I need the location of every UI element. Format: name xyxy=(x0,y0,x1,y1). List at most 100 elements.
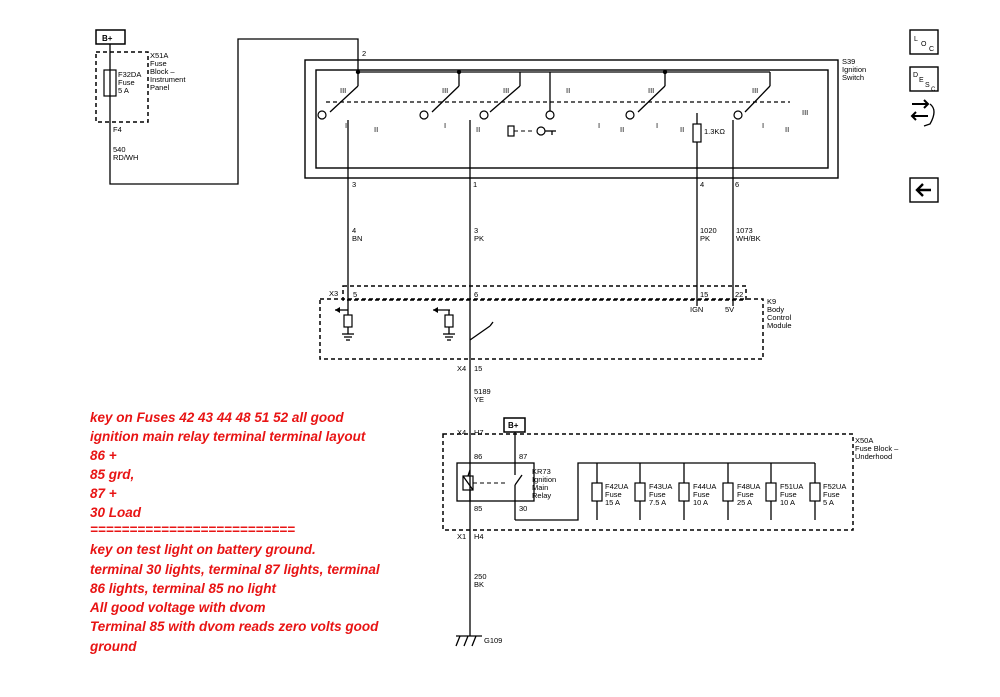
wire-1073-label: 1073 WH/BK xyxy=(736,226,761,243)
bcm-internals xyxy=(335,298,734,341)
svg-text:10 A: 10 A xyxy=(693,498,708,507)
bplus-relay-label: B+ xyxy=(508,421,519,430)
svg-text:All good voltage with dvom: All good voltage with dvom xyxy=(89,600,266,615)
svg-text:III: III xyxy=(503,86,509,95)
svg-text:II: II xyxy=(476,125,480,134)
wire-540-label: 540 RD/WH xyxy=(113,145,138,162)
ign-label: IGN xyxy=(690,305,703,314)
svg-text:I: I xyxy=(762,121,764,130)
svg-text:Fuse: Fuse xyxy=(693,490,710,499)
svg-text:30 Load: 30 Load xyxy=(90,505,142,520)
x51a-label: X51A Fuse Block – Instrument Panel xyxy=(150,51,186,92)
description-button[interactable]: D E S C xyxy=(909,66,939,93)
annotation-notes: key on Fuses 42 43 44 48 51 52 all good … xyxy=(89,410,380,654)
connector-swap-icon[interactable] xyxy=(910,99,935,127)
svg-text:Ignition: Ignition xyxy=(842,65,866,74)
svg-text:4: 4 xyxy=(352,226,356,235)
svg-text:5189: 5189 xyxy=(474,387,491,396)
svg-text:PK: PK xyxy=(700,234,710,243)
x4-label: X4 xyxy=(457,364,466,373)
svg-text:S39: S39 xyxy=(842,57,855,66)
svg-text:WH/BK: WH/BK xyxy=(736,234,761,243)
svg-text:Switch: Switch xyxy=(842,73,864,82)
svg-text:Body: Body xyxy=(767,305,784,314)
bplus-top-label: B+ xyxy=(102,34,113,43)
resistor xyxy=(692,123,702,143)
svg-text:15 A: 15 A xyxy=(605,498,620,507)
back-arrow-button[interactable] xyxy=(909,177,939,203)
svg-text:Module: Module xyxy=(767,321,792,330)
locator-button[interactable]: L O C xyxy=(909,29,939,55)
wire-250-label: 250 BK xyxy=(474,572,487,589)
bcm-pin-15: 15 xyxy=(700,290,708,299)
svg-text:H4: H4 xyxy=(474,532,484,541)
svg-text:KR73: KR73 xyxy=(532,467,551,476)
svg-text:II: II xyxy=(785,125,789,134)
svg-text:ground: ground xyxy=(89,639,137,654)
svg-text:L: L xyxy=(914,36,918,43)
svg-text:II: II xyxy=(566,86,570,95)
svg-text:Main: Main xyxy=(532,483,548,492)
svg-text:87 +: 87 + xyxy=(90,486,117,501)
svg-text:5 A: 5 A xyxy=(823,498,834,507)
kr73-relay xyxy=(456,462,535,502)
svg-text:PK: PK xyxy=(474,234,484,243)
bcm-pin-22: 22 xyxy=(735,290,743,299)
switch-contacts: III III III II III III III I II I II I I… xyxy=(317,72,808,137)
back-arrow-icon xyxy=(915,183,931,197)
fuse-f51ua: F51UA Fuse 10 A xyxy=(765,463,803,507)
svg-text:F48UA: F48UA xyxy=(737,482,760,491)
svg-text:Fuse: Fuse xyxy=(780,490,797,499)
svg-text:III: III xyxy=(648,86,654,95)
svg-text:Terminal 85 with dvom reads ze: Terminal 85 with dvom reads zero volts g… xyxy=(90,619,379,634)
resistor-label: 1.3KΩ xyxy=(704,127,725,136)
sw-pin-1: 1 xyxy=(473,180,477,189)
svg-text:Panel: Panel xyxy=(150,83,170,92)
svg-text:Fuse: Fuse xyxy=(737,490,754,499)
svg-text:H7: H7 xyxy=(474,428,484,437)
svg-text:C: C xyxy=(931,87,936,93)
f4-label: F4 xyxy=(113,125,122,134)
svg-text:BK: BK xyxy=(474,580,484,589)
fuse-f42ua: F42UA Fuse 15 A xyxy=(591,463,628,507)
fuse-f52ua: F52UA Fuse 5 A xyxy=(809,463,846,507)
relay-pin-85: 85 xyxy=(474,504,482,513)
svg-text:86 +: 86 + xyxy=(90,448,117,463)
svg-text:key on test light on battery g: key on test light on battery ground. xyxy=(90,542,316,557)
s39-label: S39 Ignition Switch xyxy=(842,57,866,82)
svg-text:III: III xyxy=(802,108,808,117)
x4h7-label: X4 H7 xyxy=(457,428,484,437)
svg-text:key on Fuses 42 43 44 48 51 52: key on Fuses 42 43 44 48 51 52 all good xyxy=(90,410,344,425)
svg-text:7.5 A: 7.5 A xyxy=(649,498,666,507)
svg-text:F43UA: F43UA xyxy=(649,482,672,491)
svg-text:F32DA: F32DA xyxy=(118,70,141,79)
svg-text:Fuse: Fuse xyxy=(150,59,167,68)
svg-text:terminal 30 lights, terminal 8: terminal 30 lights, terminal 87 lights, … xyxy=(90,562,380,577)
ground-g109-icon xyxy=(455,635,482,647)
svg-text:5 A: 5 A xyxy=(118,86,129,95)
svg-text:II: II xyxy=(620,125,624,134)
svg-text:540: 540 xyxy=(113,145,126,154)
svg-text:ignition main relay terminal t: ignition main relay terminal terminal la… xyxy=(90,429,366,444)
svg-text:X50A: X50A xyxy=(855,436,873,445)
svg-text:X51A: X51A xyxy=(150,51,168,60)
svg-text:Fuse: Fuse xyxy=(823,490,840,499)
svg-text:Fuse: Fuse xyxy=(118,78,135,87)
x3-connector xyxy=(342,285,747,301)
x3-label: X3 xyxy=(329,289,338,298)
svg-text:O: O xyxy=(921,41,927,48)
svg-text:III: III xyxy=(340,86,346,95)
svg-text:==========================: ========================== xyxy=(90,522,295,537)
svg-text:YE: YE xyxy=(474,395,484,404)
relay-pin-86: 86 xyxy=(474,452,482,461)
svg-text:86 lights, terminal 85 no ligh: 86 lights, terminal 85 no light xyxy=(90,581,277,596)
svg-text:II: II xyxy=(374,125,378,134)
fuse-f44ua: F44UA Fuse 10 A xyxy=(678,463,716,507)
x51a-fuse-block xyxy=(95,51,149,123)
svg-text:F52UA: F52UA xyxy=(823,482,846,491)
svg-text:25 A: 25 A xyxy=(737,498,752,507)
svg-text:250: 250 xyxy=(474,572,487,581)
svg-text:Fuse: Fuse xyxy=(605,490,622,499)
svg-text:Block –: Block – xyxy=(150,67,175,76)
relay-30-bus xyxy=(515,462,815,521)
